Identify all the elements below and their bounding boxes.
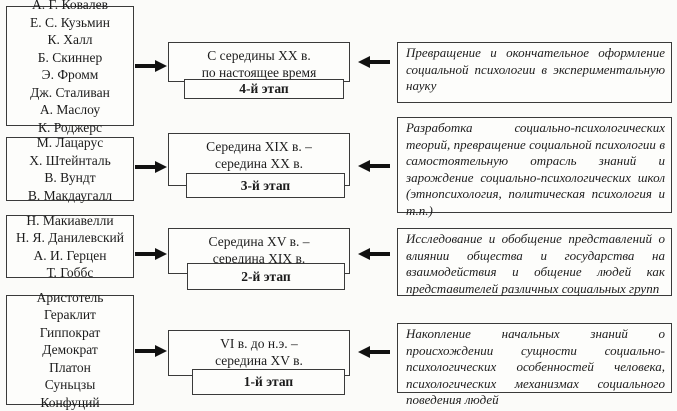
arrow-left-icon	[358, 56, 390, 68]
name-item: Н. Макиавелли	[26, 212, 114, 228]
name-item: Б. Скиннер	[37, 49, 103, 65]
period-line: по настоящее время	[201, 65, 317, 80]
name-item: М. Лацарус	[36, 135, 104, 150]
stage-label-3: 3-й этап	[186, 173, 345, 198]
period-line: середина XIX в.	[212, 251, 306, 266]
name-item: А. Маслоу	[39, 102, 101, 117]
name-item: Х. Штейнталь	[29, 152, 111, 168]
period-box-stage-4: С середины XX в. по настоящее время	[168, 42, 350, 82]
stage-label-2: 2-й этап	[187, 263, 345, 290]
arrow-right-icon	[135, 60, 167, 72]
stage-label-1: 1-й этап	[192, 369, 345, 395]
name-item: Н. Я. Данилевский	[16, 230, 124, 245]
names-box-stage-2: Н. Макиавелли Н. Я. Данилевский А. И. Ге…	[6, 212, 134, 280]
arrow-right-icon	[135, 345, 167, 357]
arrow-left-icon	[358, 160, 390, 172]
description-box-stage-2: Исследование и обобщение представлений о…	[397, 228, 672, 296]
name-item: А. И. Герцен	[33, 247, 107, 263]
names-box-stage-1: Аристотель Гераклит Гиппократ Демократ П…	[6, 290, 134, 410]
name-item: К. Халл	[47, 32, 93, 47]
name-item: Демократ	[42, 342, 98, 358]
name-item: Конфуций	[40, 394, 100, 410]
name-item: Аристотель	[36, 289, 104, 305]
description-box-stage-4: Превращение и окончательное оформление с…	[397, 42, 672, 103]
period-line: середина XX в.	[214, 156, 304, 171]
period-line: Середина XIX в. –	[206, 139, 312, 154]
period-box-stage-1: VI в. до н.э. – середина XV в.	[168, 330, 350, 376]
period-line: Середина XV в. –	[208, 234, 310, 249]
name-item: В. Вундт	[44, 170, 96, 185]
name-item: Т. Гоббс	[46, 265, 94, 280]
name-item: Суньцзы	[44, 377, 96, 393]
stage-label-4: 4-й этап	[184, 79, 344, 99]
names-box-stage-3: М. Лацарус Х. Штейнталь В. Вундт В. Макд…	[6, 135, 134, 203]
name-item: К. Роджерс	[37, 119, 103, 135]
name-item: Дж. Сталиван	[30, 84, 110, 100]
period-line: середина XV в.	[215, 353, 303, 368]
arrow-right-icon	[135, 248, 167, 260]
description-box-stage-1: Накопление начальных знаний о происхожде…	[397, 323, 672, 407]
arrow-right-icon	[135, 161, 167, 173]
arrow-left-icon	[358, 346, 390, 358]
period-line: С середины XX в.	[207, 48, 311, 63]
name-item: Э. Фромм	[41, 67, 99, 82]
name-item: В. Макдаугалл	[27, 187, 113, 203]
name-item: Платон	[49, 359, 91, 375]
name-item: Гераклит	[44, 307, 96, 323]
name-item: Е. С. Кузьмин	[30, 14, 110, 30]
names-box-stage-4: А. Г. Ковалев Е. С. Кузьмин К. Халл Б. С…	[6, 0, 134, 135]
description-box-stage-3: Разработка социально-психологических тео…	[397, 117, 672, 218]
name-item: А. Г. Ковалев	[31, 0, 109, 12]
arrow-left-icon	[358, 248, 390, 260]
period-line: VI в. до н.э. –	[220, 336, 298, 351]
name-item: Гиппократ	[39, 324, 101, 340]
